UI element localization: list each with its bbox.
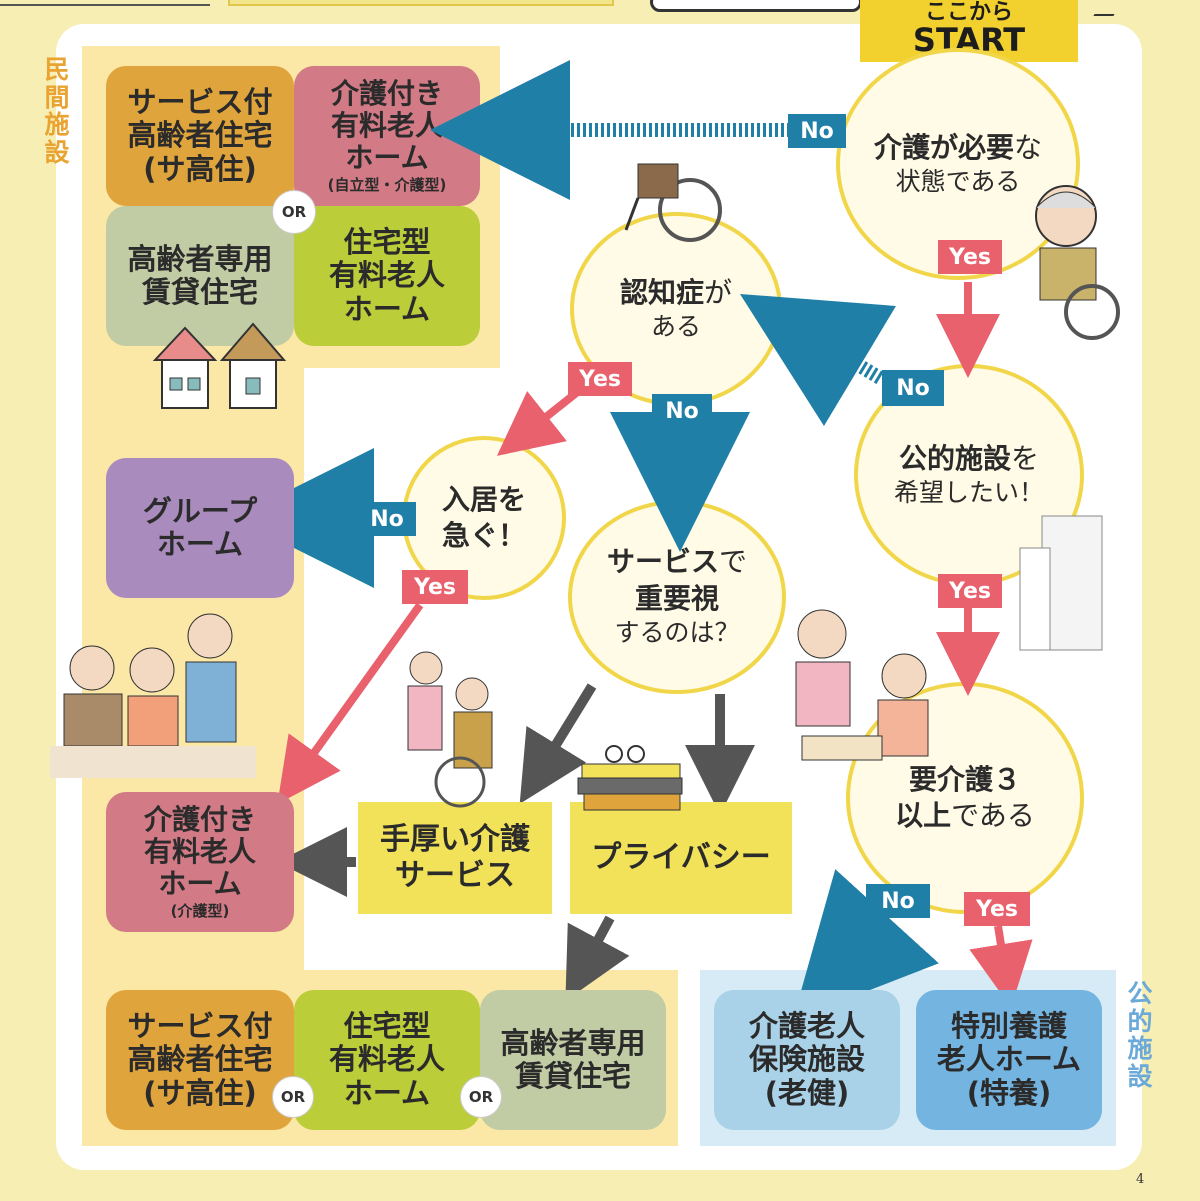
no-tag-care: No <box>788 114 846 148</box>
privacy-box: プライバシー <box>570 802 792 914</box>
wheelchair-illustration <box>624 163 722 242</box>
header-rule-left <box>0 0 210 6</box>
houses-illustration <box>152 322 287 409</box>
no-tag-carelevel: No <box>866 884 930 918</box>
jutaku-yuryo-box-bottom: 住宅型 有料老人 ホーム <box>294 990 480 1130</box>
senyo-chintai-box-top: 高齢者専用 賃貸住宅 <box>106 206 294 346</box>
jutaku-yuryo-box-top: 住宅型 有料老人 ホーム <box>294 206 480 346</box>
yes-tag-carelevel: Yes <box>964 892 1030 926</box>
yes-tag-public: Yes <box>938 574 1002 608</box>
caregiver-wheelchair-illustration <box>407 651 493 808</box>
or-badge-bottom-2: OR <box>460 1076 502 1118</box>
yes-tag-urgent: Yes <box>402 570 468 604</box>
no-tag-dementia: No <box>652 394 712 428</box>
origami-group-illustration <box>50 613 256 778</box>
kaigo-care-box: 介護付き 有料老人 ホーム(介護型) <box>106 792 294 932</box>
arrow-yes-dementia <box>496 386 583 456</box>
arrow-yes-carelevel <box>969 925 1033 1008</box>
question-urgent-move: 入居を 急ぐ！ <box>402 436 566 600</box>
arrow-no-carelevel <box>792 869 939 1020</box>
question-care-needed: 介護が必要な 状態である <box>836 48 1080 280</box>
tokuyo-box: 特別養護 老人ホーム (特養) <box>916 990 1102 1130</box>
yes-tag-care: Yes <box>938 240 1002 274</box>
building-illustration <box>1019 515 1103 651</box>
roken-box: 介護老人 保険施設 (老健) <box>714 990 900 1130</box>
public-facility-label: 公的施設 <box>1127 979 1153 1091</box>
no-tag-public: No <box>882 370 944 406</box>
senyo-chintai-box-bottom: 高齢者専用 賃貸住宅 <box>480 990 666 1130</box>
no-tag-urgent: No <box>358 502 416 536</box>
feeding-care-illustration <box>795 609 929 761</box>
arrow-to-care <box>519 683 597 804</box>
or-badge-top: OR <box>272 190 316 234</box>
arrow-privacy-to-bottom <box>565 915 630 1001</box>
sakoju-box-bottom: サービス付 高齢者住宅 (サ高住) <box>106 990 294 1130</box>
arrow-no-public <box>739 293 897 427</box>
care-service-box: 手厚い介護 サービス <box>358 802 552 914</box>
arrow-yes-urgent <box>277 602 424 805</box>
private-facility-label: 民間施設 <box>44 55 70 167</box>
group-home-box: グループ ホーム <box>106 458 294 598</box>
elder-wheelchair-illustration <box>1035 185 1120 340</box>
header-bar <box>228 0 614 6</box>
sakoju-box-top: サービス付 高齢者住宅 (サ高住) <box>106 66 294 206</box>
books-illustration <box>577 745 683 811</box>
page-number: 4 <box>1136 1172 1145 1187</box>
yes-tag-dementia: Yes <box>568 362 632 396</box>
or-badge-bottom-1: OR <box>272 1076 314 1118</box>
